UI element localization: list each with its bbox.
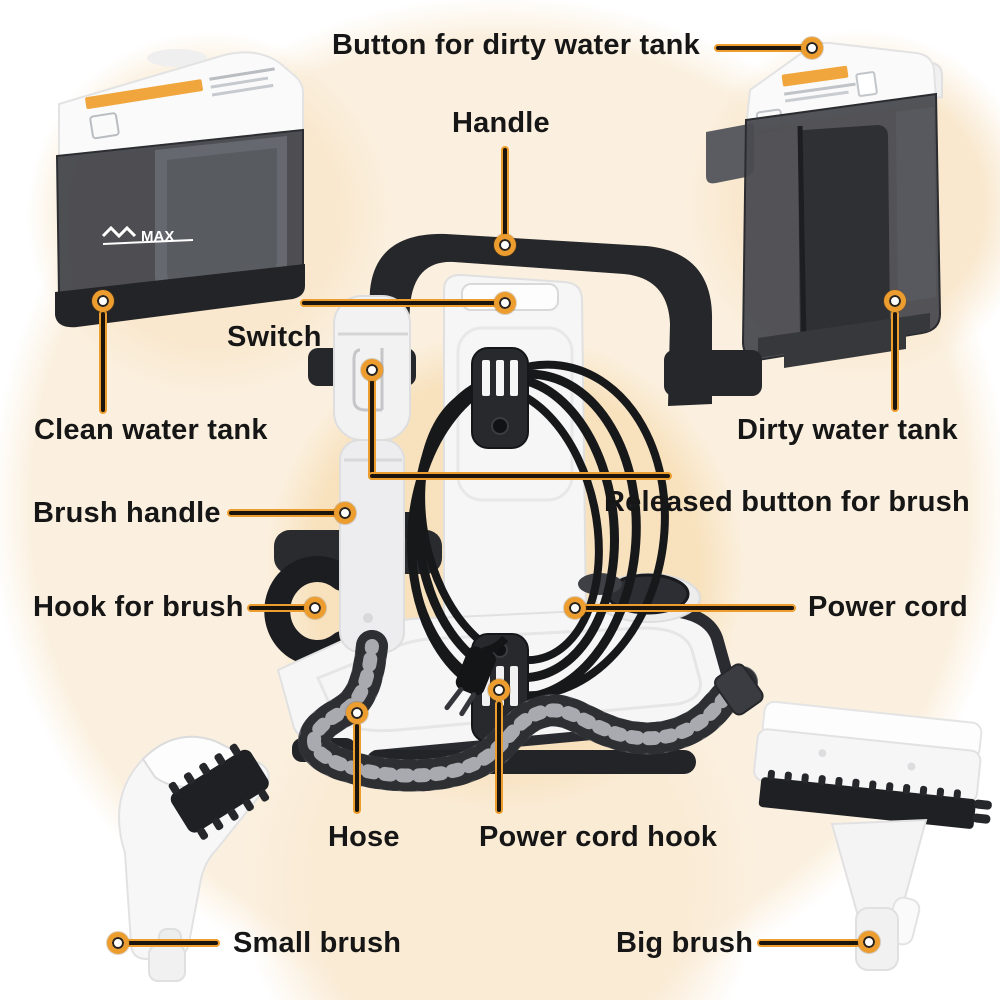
label-clean-water-tank: Clean water tank	[34, 414, 268, 446]
callout-dot-hook-for-brush	[304, 597, 326, 619]
callout-dot-released-button-for-brush	[361, 359, 383, 381]
callout-line-handle	[501, 146, 509, 238]
callout-dot-small-brush	[107, 932, 129, 954]
callout-line-clean-water-tank	[99, 310, 107, 414]
callout-dot-switch	[494, 292, 516, 314]
callout-dot-power-cord	[564, 597, 586, 619]
label-hook-for-brush: Hook for brush	[33, 591, 244, 623]
callout-line-brush-handle	[227, 509, 339, 517]
callout-dot-big-brush	[858, 931, 880, 953]
callout-line-button-for-dirty-water-tank	[714, 44, 808, 52]
callout-dot-dirty-water-tank	[884, 290, 906, 312]
max-marking: MAX	[101, 225, 194, 245]
small-brush-bristles	[168, 743, 270, 840]
callout-dot-hose	[346, 702, 368, 724]
callout-dot-handle	[494, 234, 516, 256]
warning-sticker	[85, 67, 275, 140]
label-power-cord: Power cord	[808, 591, 968, 623]
callout-dot-power-cord-hook	[488, 679, 510, 701]
callout-line-power-cord-hook	[495, 700, 503, 814]
power-plug	[444, 635, 509, 717]
label-handle: Handle	[452, 107, 550, 139]
big-brush-bristles	[758, 769, 992, 829]
callout-line-released-button-vertical	[368, 378, 376, 480]
label-big-brush: Big brush	[616, 927, 754, 959]
callout-line-dirty-water-tank	[891, 310, 899, 412]
dirty-water-tank-image	[706, 41, 943, 368]
label-power-cord-hook: Power cord hook	[479, 821, 718, 853]
big-brush-image	[753, 700, 992, 971]
callout-dot-clean-water-tank	[92, 290, 114, 312]
label-released-button-for-brush: Released button for brush	[604, 486, 970, 518]
release-button	[352, 348, 382, 412]
label-switch: Switch	[227, 321, 322, 353]
callout-line-power-cord	[582, 604, 796, 612]
callout-line-hose	[353, 722, 361, 814]
hose	[298, 630, 758, 792]
cord-hanger-top	[471, 347, 529, 449]
callout-line-switch	[300, 299, 498, 307]
label-button-for-dirty-water-tank: Button for dirty water tank	[332, 29, 700, 61]
callout-line-small-brush	[126, 939, 220, 947]
label-hose: Hose	[328, 821, 400, 853]
label-small-brush: Small brush	[233, 927, 402, 959]
label-brush-handle: Brush handle	[33, 497, 221, 529]
callout-dot-button-for-dirty-water-tank	[801, 37, 823, 59]
callout-line-released-button-horizontal	[368, 472, 672, 480]
callout-line-big-brush	[757, 939, 861, 947]
callout-line-hook-for-brush	[247, 604, 309, 612]
clean-water-tank-image: MAX	[55, 49, 305, 328]
label-dirty-water-tank: Dirty water tank	[737, 414, 958, 446]
callout-dot-brush-handle	[334, 502, 356, 524]
